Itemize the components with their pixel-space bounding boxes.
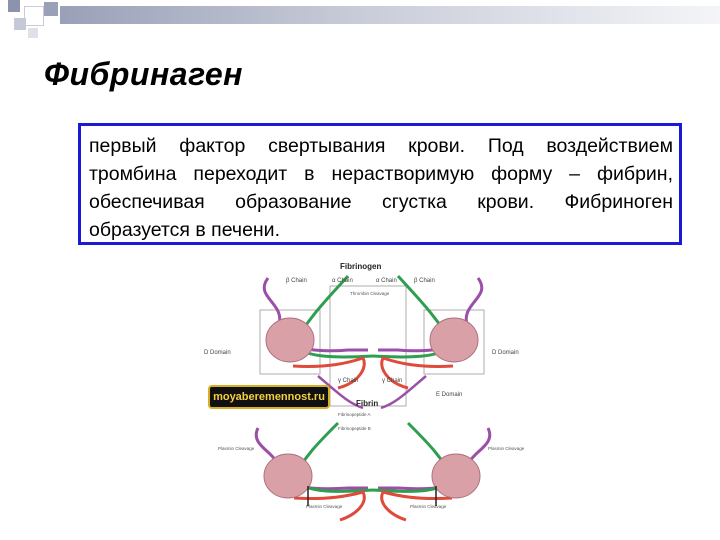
definition-textbox: первый фактор свертывания крови. Под воз… [78,123,682,245]
gamma-chain-label-right: γ Chain [382,378,402,384]
deco-square [44,2,58,16]
fibrin-label: Fibrin [356,399,378,408]
fibrin-molecule [254,421,492,522]
header-decoration [0,0,720,60]
e-domain-label: E Domain [436,392,462,398]
slide-title: Фибринаген [44,56,243,92]
deco-square [28,28,38,38]
fibrin-globule-right [431,453,481,499]
d-globule-right [429,317,479,363]
alpha-chain-label-right: α Chain [376,278,397,284]
fibrinogen-molecule [259,274,485,410]
chain-tail-right [380,375,427,410]
d-domain-label-left: D Domain [204,350,231,356]
definition-text: первый фактор свертывания крови. Под воз… [89,135,673,241]
fibrinogen-diagram: Fibrinogen β Chain α Chain α Chain β Cha… [204,262,525,522]
watermark-badge: moyaberemennost.ru [208,385,330,409]
deco-square [8,0,20,12]
plasmin-cleavage-label-bl: Plasmin Cleavage [306,504,343,509]
alpha-chain-label-left: α Chain [332,278,353,284]
e-domain-box [329,285,407,407]
plasmin-cleavage-label-br: Plasmin Cleavage [410,504,447,509]
fibrinopeptide-a-label: Fibrinopeptide A [338,412,371,417]
fibrinogen-label: Fibrinogen [340,262,381,271]
fibrin-gamma-chain-right [380,490,453,522]
fibrinopeptide-b-label: Fibrinopeptide B [338,426,371,431]
gamma-chain-right [380,356,454,390]
beta-chain-label-right: β Chain [414,278,435,284]
d-globule-left [265,317,315,363]
gamma-chain-label-left: γ Chain [338,378,358,384]
gamma-chain-left [292,356,366,390]
d-domain-box-left [259,309,321,375]
d-domain-box-right [423,309,485,375]
fibrin-gamma-chain-left [293,490,366,522]
plasmin-cleavage-label-ur: Plasmin Cleavage [488,446,525,451]
chain-tail-left [317,375,364,410]
d-domain-label-right: D Domain [492,350,519,356]
header-gradient-bar [60,6,720,24]
thrombin-cleavage-label: Thrombin Cleavage [350,291,390,296]
beta-chain-label-left: β Chain [286,278,307,284]
fibrin-globule-left [263,453,313,499]
deco-square [14,18,26,30]
plasmin-cleavage-label-ul: Plasmin Cleavage [218,446,255,451]
deco-square [24,6,44,26]
